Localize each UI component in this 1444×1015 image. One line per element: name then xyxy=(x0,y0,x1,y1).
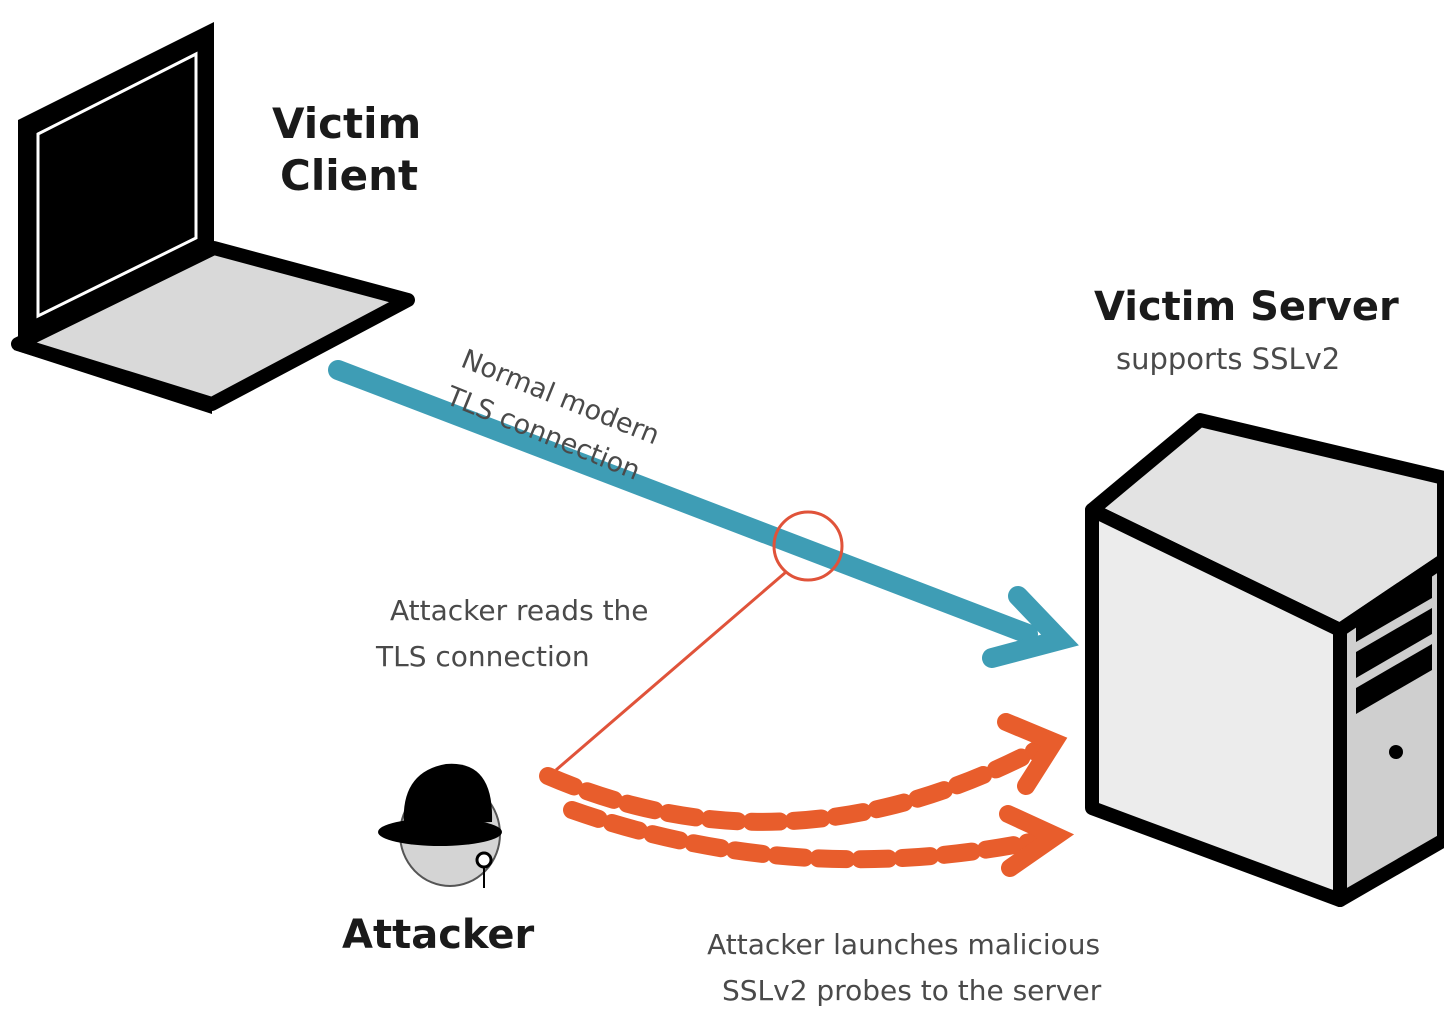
sslv2-probe-arrows xyxy=(539,713,1075,877)
sslv2-probes-note-line2: SSLv2 probes to the server xyxy=(722,974,1102,1007)
victim-client-label-line2: Client xyxy=(280,151,419,200)
attacker-reads-note-line2: TLS connection xyxy=(376,640,590,673)
victim-server-subtitle: supports SSLv2 xyxy=(1116,342,1341,376)
laptop-icon xyxy=(11,22,415,414)
interception-marker xyxy=(555,510,844,772)
attacker-reads-note: Attacker reads the TLS connection xyxy=(376,588,649,680)
attacker-reads-note-line1: Attacker reads the xyxy=(390,594,649,627)
victim-client-label-line1: Victim xyxy=(272,99,422,148)
attacker-icon xyxy=(378,763,502,888)
power-button-icon xyxy=(1389,745,1403,759)
drive-bay-icon xyxy=(1356,572,1432,714)
attacker-label: Attacker xyxy=(342,912,535,958)
victim-server-label: Victim Server xyxy=(1094,284,1399,330)
server-icon xyxy=(1085,413,1444,907)
sslv2-probes-note-line1: Attacker launches malicious xyxy=(707,928,1101,961)
sslv2-probes-note: Attacker launches malicious SSLv2 probes… xyxy=(706,922,1101,1014)
victim-client-label: Victim Client xyxy=(272,98,421,202)
tls-connection-arrow xyxy=(328,360,1079,668)
